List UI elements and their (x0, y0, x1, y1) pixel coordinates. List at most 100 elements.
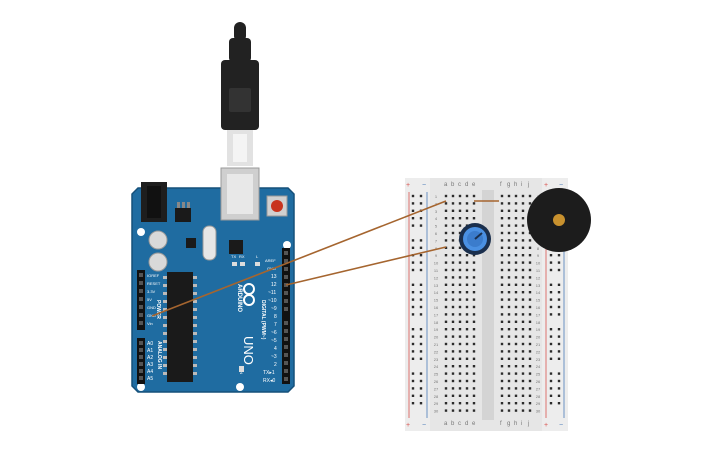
breadboard-hole[interactable] (444, 357, 448, 360)
breadboard-hole[interactable] (465, 305, 469, 309)
rail-hole[interactable] (557, 372, 561, 375)
breadboard-hole[interactable] (451, 209, 455, 212)
rail-hole[interactable] (549, 261, 553, 264)
breadboard-hole[interactable] (458, 342, 462, 346)
breadboard-hole[interactable] (444, 254, 448, 257)
breadboard-hole[interactable] (451, 298, 455, 301)
rail-hole[interactable] (557, 357, 561, 360)
rail-hole[interactable] (549, 357, 553, 360)
breadboard-hole[interactable] (472, 254, 476, 257)
rail-hole[interactable] (557, 283, 561, 286)
breadboard-hole[interactable] (444, 283, 448, 286)
rail-hole[interactable] (419, 202, 423, 205)
breadboard-hole[interactable] (514, 320, 518, 323)
breadboard-hole[interactable] (444, 342, 448, 346)
breadboard-hole[interactable] (465, 365, 469, 368)
breadboard-hole[interactable] (472, 283, 476, 286)
breadboard-hole[interactable] (514, 357, 518, 360)
breadboard-hole[interactable] (458, 231, 462, 235)
rail-hole[interactable] (557, 402, 561, 405)
breadboard-hole[interactable] (514, 283, 518, 286)
breadboard-hole[interactable] (500, 402, 504, 405)
rail-hole[interactable] (419, 291, 423, 294)
breadboard-hole[interactable] (451, 350, 455, 353)
breadboard-hole[interactable] (521, 239, 525, 242)
breadboard-hole[interactable] (507, 387, 511, 390)
breadboard-hole[interactable] (451, 239, 455, 242)
power-header[interactable] (137, 270, 145, 330)
breadboard-hole[interactable] (444, 365, 448, 368)
breadboard-hole[interactable] (451, 291, 455, 294)
breadboard-hole[interactable] (514, 261, 518, 264)
breadboard-hole[interactable] (472, 402, 476, 405)
breadboard-hole[interactable] (528, 239, 532, 242)
breadboard-hole[interactable] (458, 298, 462, 301)
breadboard-hole[interactable] (465, 409, 469, 412)
breadboard-hole[interactable] (472, 387, 476, 390)
breadboard-hole[interactable] (458, 394, 462, 397)
rail-hole[interactable] (411, 342, 415, 346)
rail-hole[interactable] (557, 313, 561, 316)
rail-hole[interactable] (411, 357, 415, 360)
wires[interactable] (151, 200, 499, 317)
breadboard-hole[interactable] (521, 342, 525, 346)
rail-hole[interactable] (411, 328, 415, 331)
rail-hole[interactable] (419, 194, 423, 198)
breadboard-hole[interactable] (465, 217, 469, 220)
breadboard-hole[interactable] (514, 202, 518, 205)
breadboard-hole[interactable] (444, 298, 448, 301)
breadboard-hole[interactable] (521, 379, 525, 383)
breadboard-hole[interactable] (521, 268, 525, 272)
breadboard-hole[interactable] (472, 276, 476, 279)
breadboard-hole[interactable] (472, 202, 476, 205)
breadboard-hole[interactable] (444, 268, 448, 272)
breadboard-hole[interactable] (465, 209, 469, 212)
rail-hole[interactable] (549, 335, 553, 338)
rail-hole[interactable] (419, 328, 423, 331)
breadboard-hole[interactable] (528, 254, 532, 257)
breadboard-hole[interactable] (507, 350, 511, 353)
breadboard-hole[interactable] (472, 320, 476, 323)
breadboard-hole[interactable] (514, 231, 518, 235)
rail-hole[interactable] (549, 372, 553, 375)
breadboard-hole[interactable] (465, 254, 469, 257)
breadboard-hole[interactable] (458, 387, 462, 390)
breadboard-hole[interactable] (514, 268, 518, 272)
breadboard-hole[interactable] (514, 335, 518, 338)
breadboard-hole[interactable] (521, 313, 525, 316)
breadboard-hole[interactable] (521, 394, 525, 397)
breadboard-hole[interactable] (465, 350, 469, 353)
rail-hole[interactable] (419, 224, 423, 227)
breadboard-hole[interactable] (458, 246, 462, 249)
breadboard-hole[interactable] (521, 320, 525, 323)
breadboard-hole[interactable] (465, 357, 469, 360)
breadboard-hole[interactable] (458, 254, 462, 257)
breadboard-hole[interactable] (500, 365, 504, 368)
breadboard-hole[interactable] (500, 283, 504, 286)
breadboard-hole[interactable] (528, 246, 532, 249)
breadboard-hole[interactable] (500, 350, 504, 353)
breadboard-hole[interactable] (500, 387, 504, 390)
rail-hole[interactable] (549, 313, 553, 316)
rail-hole[interactable] (419, 372, 423, 375)
breadboard-hole[interactable] (451, 283, 455, 286)
breadboard-hole[interactable] (507, 283, 511, 286)
breadboard-hole[interactable] (528, 320, 532, 323)
rail-hole[interactable] (557, 342, 561, 346)
rail-hole[interactable] (549, 387, 553, 390)
rail-hole[interactable] (549, 268, 553, 272)
breadboard-hole[interactable] (528, 394, 532, 397)
breadboard-hole[interactable] (514, 379, 518, 383)
wire-gnd-to-breadboard[interactable] (151, 200, 447, 317)
rail-hole[interactable] (419, 394, 423, 397)
rail-hole[interactable] (557, 298, 561, 301)
breadboard-hole[interactable] (500, 209, 504, 212)
rail-hole[interactable] (411, 224, 415, 227)
breadboard-hole[interactable] (444, 224, 448, 227)
breadboard-hole[interactable] (451, 335, 455, 338)
rail-hole[interactable] (411, 305, 415, 309)
breadboard-hole[interactable] (472, 342, 476, 346)
breadboard-hole[interactable] (472, 409, 476, 412)
breadboard-hole[interactable] (472, 268, 476, 272)
breadboard-hole[interactable] (521, 217, 525, 220)
